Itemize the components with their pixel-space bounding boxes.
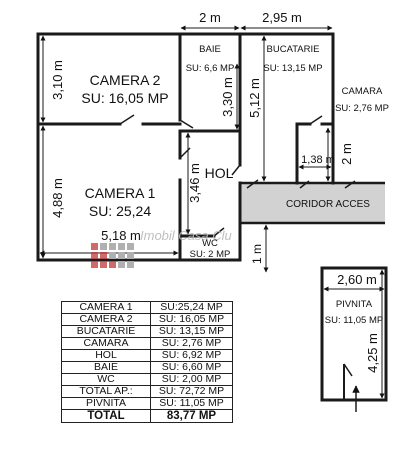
- camera2-area: SU: 16,05 MP: [81, 90, 168, 106]
- camera1-name: CAMERA 1: [85, 185, 156, 201]
- area-room-value: SU: 72,72 MP: [150, 385, 233, 398]
- baie-area: SU: 6,6 MP: [186, 63, 235, 74]
- dim-baie-width: 2 m: [199, 10, 221, 25]
- dim-camara-height: 2 m: [339, 143, 354, 165]
- area-table-row: TOTAL AP.:SU: 72,72 MP: [61, 385, 233, 398]
- pivnita-walls: [320, 266, 388, 402]
- dim-wc-height: 1 m: [250, 244, 264, 264]
- dim-bucatarie-height: 5,12 m: [247, 78, 262, 118]
- area-room-value: SU: 2,76 MP: [150, 337, 233, 350]
- dimension-lines: [39, 25, 385, 399]
- area-room-name: PIVNITA: [61, 397, 151, 410]
- watermark-text: Imobil Casa Clu: [140, 228, 232, 243]
- wc-area: SU: 2 MP: [190, 249, 231, 260]
- baie-name: BAIE: [199, 44, 221, 55]
- dim-camera2-height: 3,10 m: [50, 60, 65, 100]
- area-room-name: BUCATARIE: [61, 325, 151, 338]
- bucatarie-name: BUCATARIE: [267, 44, 320, 55]
- area-room-name: WC: [61, 373, 151, 386]
- area-total-value: 83,77 MP: [150, 409, 233, 423]
- pivnita-name: PIVNITA: [336, 299, 373, 310]
- area-room-value: SU: 2,00 MP: [150, 373, 233, 386]
- watermark: Imobil Casa Clu: [91, 228, 232, 268]
- corridor-label: CORIDOR ACCES: [286, 199, 370, 210]
- dim-pivnita-height: 4,25 m: [365, 333, 380, 373]
- dim-camera1-height: 4,88 m: [50, 178, 65, 218]
- area-room-name: CAMERA 1: [61, 301, 151, 314]
- area-room-name: CAMARA: [61, 337, 151, 350]
- camera1-area: SU: 25,24: [89, 203, 151, 219]
- area-room-name: BAIE: [61, 361, 151, 374]
- area-room-value: SU: 6,92 MP: [150, 349, 233, 362]
- area-room-value: SU: 13,15 MP: [150, 325, 233, 338]
- camara-name: CAMARA: [342, 86, 383, 97]
- area-room-value: SU: 16,05 MP: [150, 313, 233, 326]
- area-room-name: CAMERA 2: [61, 313, 151, 326]
- pivnita-inner-door: [343, 363, 353, 377]
- area-total-name: TOTAL: [61, 409, 151, 423]
- dim-camera1-width: 5,18 m: [101, 228, 141, 243]
- bucatarie-area: SU: 13,15 MP: [263, 63, 322, 74]
- area-room-value: SU:25,24 MP: [150, 301, 233, 314]
- area-room-name: HOL: [61, 349, 151, 362]
- corridor-area: [240, 183, 385, 223]
- hol-name: HOL: [205, 165, 234, 181]
- dim-camara-width: 1,38 m: [301, 154, 335, 166]
- dim-bucatarie-width: 2,95 m: [262, 10, 302, 25]
- area-room-name: TOTAL AP.:: [61, 385, 151, 398]
- dim-pivnita-width: 2,60 m: [337, 272, 377, 287]
- area-room-value: SU: 6,60 MP: [150, 361, 233, 374]
- wc-name: WC: [202, 238, 218, 249]
- camera2-name: CAMERA 2: [90, 72, 161, 88]
- apartment-walls: [36, 32, 335, 262]
- watermark-logo: [91, 243, 134, 268]
- dim-hol-height: 3,46 m: [187, 163, 202, 203]
- area-room-value: SU: 11,05 MP: [150, 397, 233, 410]
- corridor-walls: [240, 181, 385, 225]
- camara-area: SU: 2,76 MP: [335, 103, 389, 114]
- dim-baie-height: 3,30 m: [220, 77, 235, 117]
- pivnita-area: SU: 11,05 MP: [325, 315, 383, 326]
